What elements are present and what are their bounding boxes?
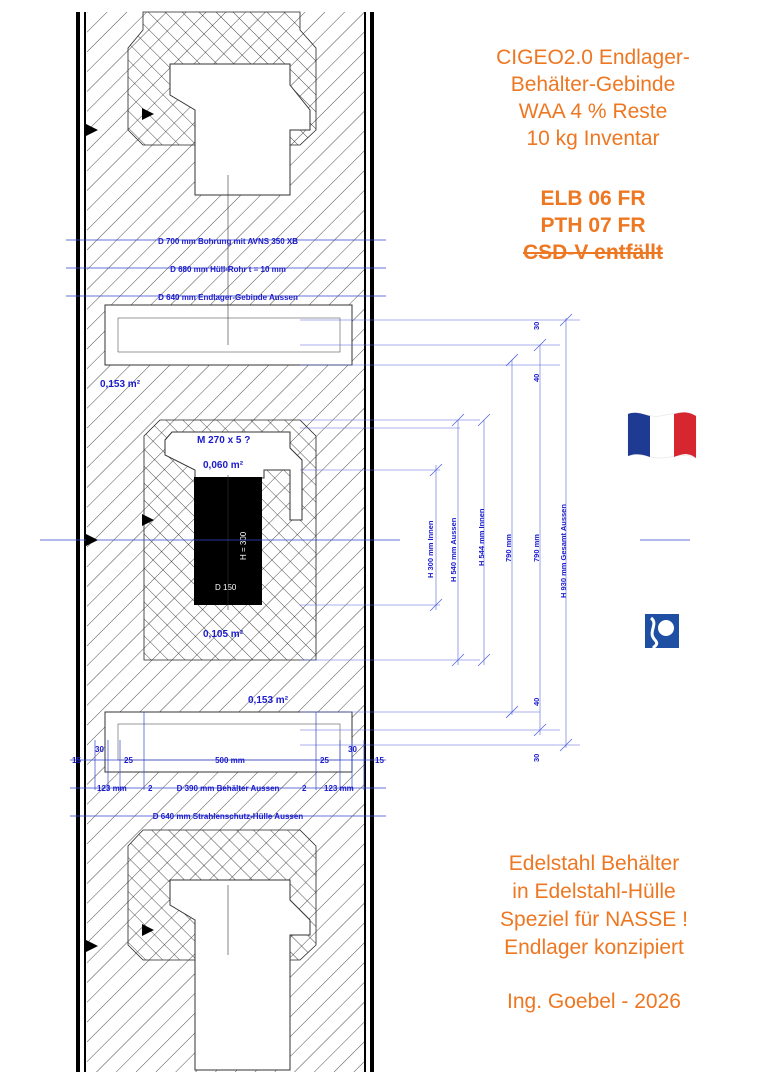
dim-25-right: 25 — [320, 756, 329, 765]
dim-15-right: 15 — [375, 756, 384, 765]
dim-790b: 790 mm — [532, 534, 541, 562]
code-pth: PTH 07 FR — [540, 214, 646, 237]
area-lower-right: 0,153 m² — [248, 695, 289, 706]
desc-line-2: in Edelstahl-Hülle — [512, 880, 676, 903]
dim-25-left: 25 — [124, 756, 133, 765]
top-dimension-lines — [66, 239, 386, 297]
gebinde-label: D 640 mm Endlager-Gebinde Aussen — [158, 293, 298, 302]
title-line-3: WAA 4 % Reste — [518, 100, 668, 123]
author-credit: Ing. Goebel - 2026 — [507, 990, 681, 1013]
thread-label: M 270 x 5 ? — [197, 435, 250, 446]
vertical-dimension-ticks — [429, 313, 573, 752]
bottom-dimension-lines — [70, 712, 386, 817]
dim-30-right: 30 — [348, 745, 357, 754]
dim-h930: H 930 mm Gesamt Aussen — [559, 504, 568, 598]
france-flag-icon — [627, 412, 697, 459]
dim-bot30: 30 — [532, 754, 541, 762]
dim-2-right: 2 — [302, 784, 307, 793]
area-upper-left: 0,153 m² — [100, 379, 141, 390]
dim-790a: 790 mm — [504, 534, 513, 562]
description-block: Edelstahl Behälter in Edelstahl-Hülle Sp… — [460, 850, 728, 962]
dim-top40: 40 — [532, 374, 541, 382]
hole-diameter-label: D 150 — [215, 583, 237, 592]
desc-line-4: Endlager konzipiert — [504, 936, 684, 959]
hole-height-label: H = 300 — [239, 531, 248, 560]
side-arrows — [86, 108, 154, 952]
desc-line-1: Edelstahl Behälter — [508, 852, 680, 875]
dim-30-left: 30 — [95, 745, 104, 754]
dim-640-shield: D 640 mm Strahlenschutz-Hülle Aussen — [153, 812, 304, 821]
dim-123-right: 123 mm — [324, 784, 354, 793]
codes-block: ELB 06 FR PTH 07 FR CSD-V entfällt — [470, 185, 716, 266]
area-inner-bottom: 0,105 m² — [203, 629, 244, 640]
dim-top30: 30 — [532, 322, 541, 330]
title-line-1: CIGEO2.0 Endlager- — [496, 46, 690, 69]
borehole-walls — [76, 12, 374, 1072]
dim-bot40: 40 — [532, 698, 541, 706]
dim-h540: H 540 mm Aussen — [449, 517, 458, 582]
title-line-4: 10 kg Inventar — [526, 127, 660, 150]
dim-h544: H 544 mm Innen — [477, 508, 486, 566]
dim-500: 500 mm — [215, 756, 245, 765]
company-logo-icon — [645, 614, 679, 648]
dim-h300: H 300 mm Innen — [426, 520, 435, 578]
vertical-dimension-lines — [300, 318, 580, 748]
dim-123-left: 123 mm — [97, 784, 127, 793]
dim-2-left: 2 — [148, 784, 153, 793]
title-line-2: Behälter-Gebinde — [510, 73, 676, 96]
huell-rohr-label: D 680 mm Hüll-Rohr t = 10 mm — [170, 265, 286, 274]
dim-390: D 390 mm Behälter Aussen — [177, 784, 280, 793]
code-csd: CSD-V entfällt — [522, 241, 663, 264]
title-block: CIGEO2.0 Endlager- Behälter-Gebinde WAA … — [470, 44, 716, 152]
area-inner-top: 0,060 m² — [203, 460, 244, 471]
code-elb: ELB 06 FR — [540, 187, 646, 210]
hatched-section — [87, 11, 364, 1072]
dim-15-left: 15 — [72, 756, 81, 765]
bohrung-label: D 700 mm Bohrung mit AVNS 350 XB — [158, 237, 298, 246]
desc-line-3: Speziel für NASSE ! — [500, 908, 688, 931]
